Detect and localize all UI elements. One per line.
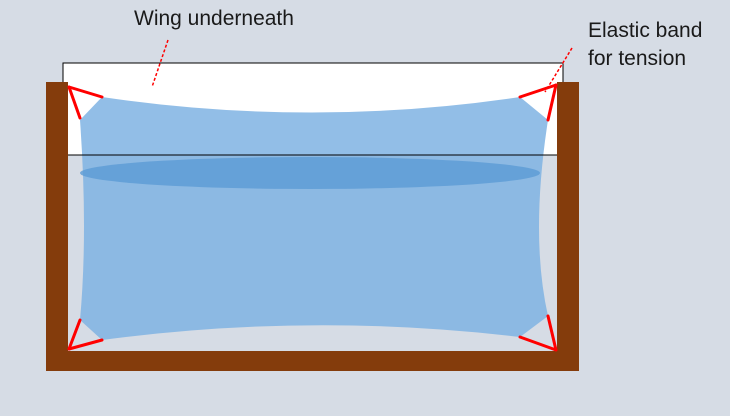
membrane-sheet — [80, 97, 548, 340]
elastic-pointer-line — [544, 47, 573, 93]
frame-left-post — [46, 82, 68, 371]
frame-right-post — [557, 82, 579, 371]
membrane-band — [80, 157, 540, 189]
frame-bottom-bar — [46, 351, 579, 371]
wing-pointer-line — [151, 39, 169, 88]
elastic-label-line-2: for tension — [588, 47, 687, 70]
elastic-label: Elastic band for tension — [588, 17, 702, 73]
elastic-band-bottom-right — [518, 314, 558, 352]
elastic-band-top-right — [518, 83, 558, 122]
elastic-band-top-left — [67, 85, 104, 120]
elastic-label-line-1: Elastic band — [588, 19, 703, 42]
wing-label: Wing underneath — [134, 7, 294, 30]
elastic-band-bottom-left — [67, 318, 104, 351]
